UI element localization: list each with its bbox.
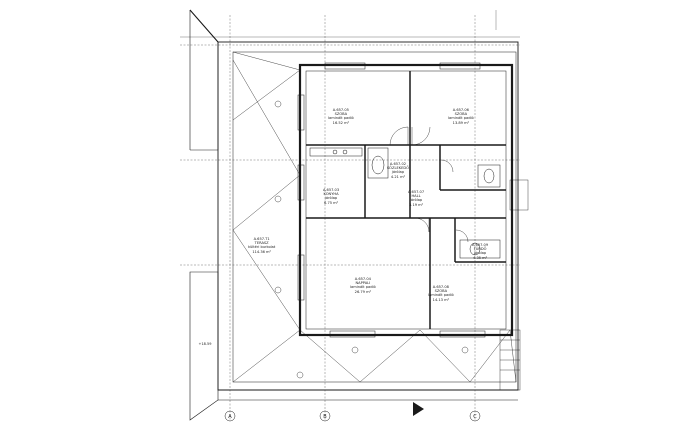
roof-hip-lines	[232, 51, 517, 383]
room-code: A.657.04	[354, 277, 371, 281]
room-code: A.657.05	[332, 108, 349, 112]
dimension-lines	[180, 15, 520, 420]
north-arrow-icon	[413, 402, 424, 416]
drain-markers	[274, 100, 469, 379]
roof-edge-top-left	[189, 9, 219, 151]
room-code: A.657.T1	[253, 237, 270, 241]
room-floor: laminált padló	[428, 293, 454, 298]
room-name: FÜRDŐ	[473, 247, 487, 252]
room-name: SZOBA	[454, 112, 468, 117]
room-floor: laminált padló	[350, 285, 376, 290]
room-code: A.657.09	[472, 243, 489, 247]
level-mark: +18.59	[199, 342, 212, 346]
axis-label-c: C	[473, 414, 477, 420]
room-label: A.657.09 FÜRDŐ járólap 4.35 m²	[472, 243, 488, 260]
kitchen-counter	[309, 147, 363, 157]
room-name: SZOBA	[334, 112, 348, 117]
room-code: A.657.07	[408, 190, 425, 194]
room-floor: laminált padló	[328, 116, 354, 121]
door-swings	[389, 126, 469, 243]
room-name: NAPPALI	[355, 281, 371, 286]
roof-edge-bottom-left	[189, 271, 219, 421]
room-label: A.657.04 NAPPALI laminált padló 26.79 m²	[350, 277, 376, 294]
interior-walls	[306, 71, 506, 329]
room-floor: járólap	[324, 196, 338, 201]
room-label: A.657.06 SZOBA laminált padló 13.89 m²	[448, 108, 474, 125]
room-floor: kültéri burkolat	[248, 245, 276, 250]
room-label: A.657.T1 TERASZ kültéri burkolat 114.36 …	[248, 237, 275, 254]
room-area: 13.89 m²	[452, 120, 470, 125]
room-area: 114.36 m²	[252, 249, 271, 254]
stair-balcony-right	[499, 179, 529, 391]
apartment-wall-inner-line	[305, 70, 507, 330]
room-area: 4.35 m²	[473, 255, 488, 260]
dimension-ticks	[180, 10, 520, 38]
room-name: KÖZLEKEDŐ	[387, 166, 409, 171]
room-code: A.657.06	[452, 108, 469, 112]
axis-label-a: A	[228, 414, 232, 420]
axis-label-b: B	[323, 414, 327, 420]
terrace-outline	[217, 41, 519, 401]
room-area: 16.52 m²	[332, 120, 350, 125]
room-label: A.657.05 SZOBA laminált padló 16.52 m²	[328, 108, 354, 125]
room-code: A.657.08	[432, 285, 449, 289]
room-label: A.657.07 HALL járólap 3.19 m²	[408, 190, 424, 207]
room-area: 26.79 m²	[354, 289, 372, 294]
room-area: 14.13 m²	[432, 297, 450, 302]
room-code: A.657.03	[323, 188, 340, 192]
room-floor: járólap	[473, 251, 487, 256]
room-name: KONYHA	[323, 192, 339, 197]
room-label: A.657.03 KONYHA járólap 6.75 m²	[323, 188, 339, 205]
room-area: 4.21 m²	[390, 174, 406, 179]
room-floor: járólap	[391, 170, 405, 175]
room-name: HALL	[411, 194, 421, 199]
room-area: 3.19 m²	[409, 202, 424, 207]
room-label: A.657.02 KÖZLEKEDŐ járólap 4.21 m²	[387, 162, 409, 179]
room-floor: laminált padló	[448, 116, 474, 121]
grid-axis-markers	[224, 410, 481, 422]
room-code: A.657.02	[389, 162, 407, 166]
room-area: 6.75 m²	[324, 200, 339, 205]
room-name: SZOBA	[434, 289, 448, 294]
room-floor: járólap	[409, 198, 423, 203]
room-label: A.657.08 SZOBA laminált padló 14.13 m²	[428, 285, 454, 302]
room-name: TERASZ	[254, 241, 269, 246]
